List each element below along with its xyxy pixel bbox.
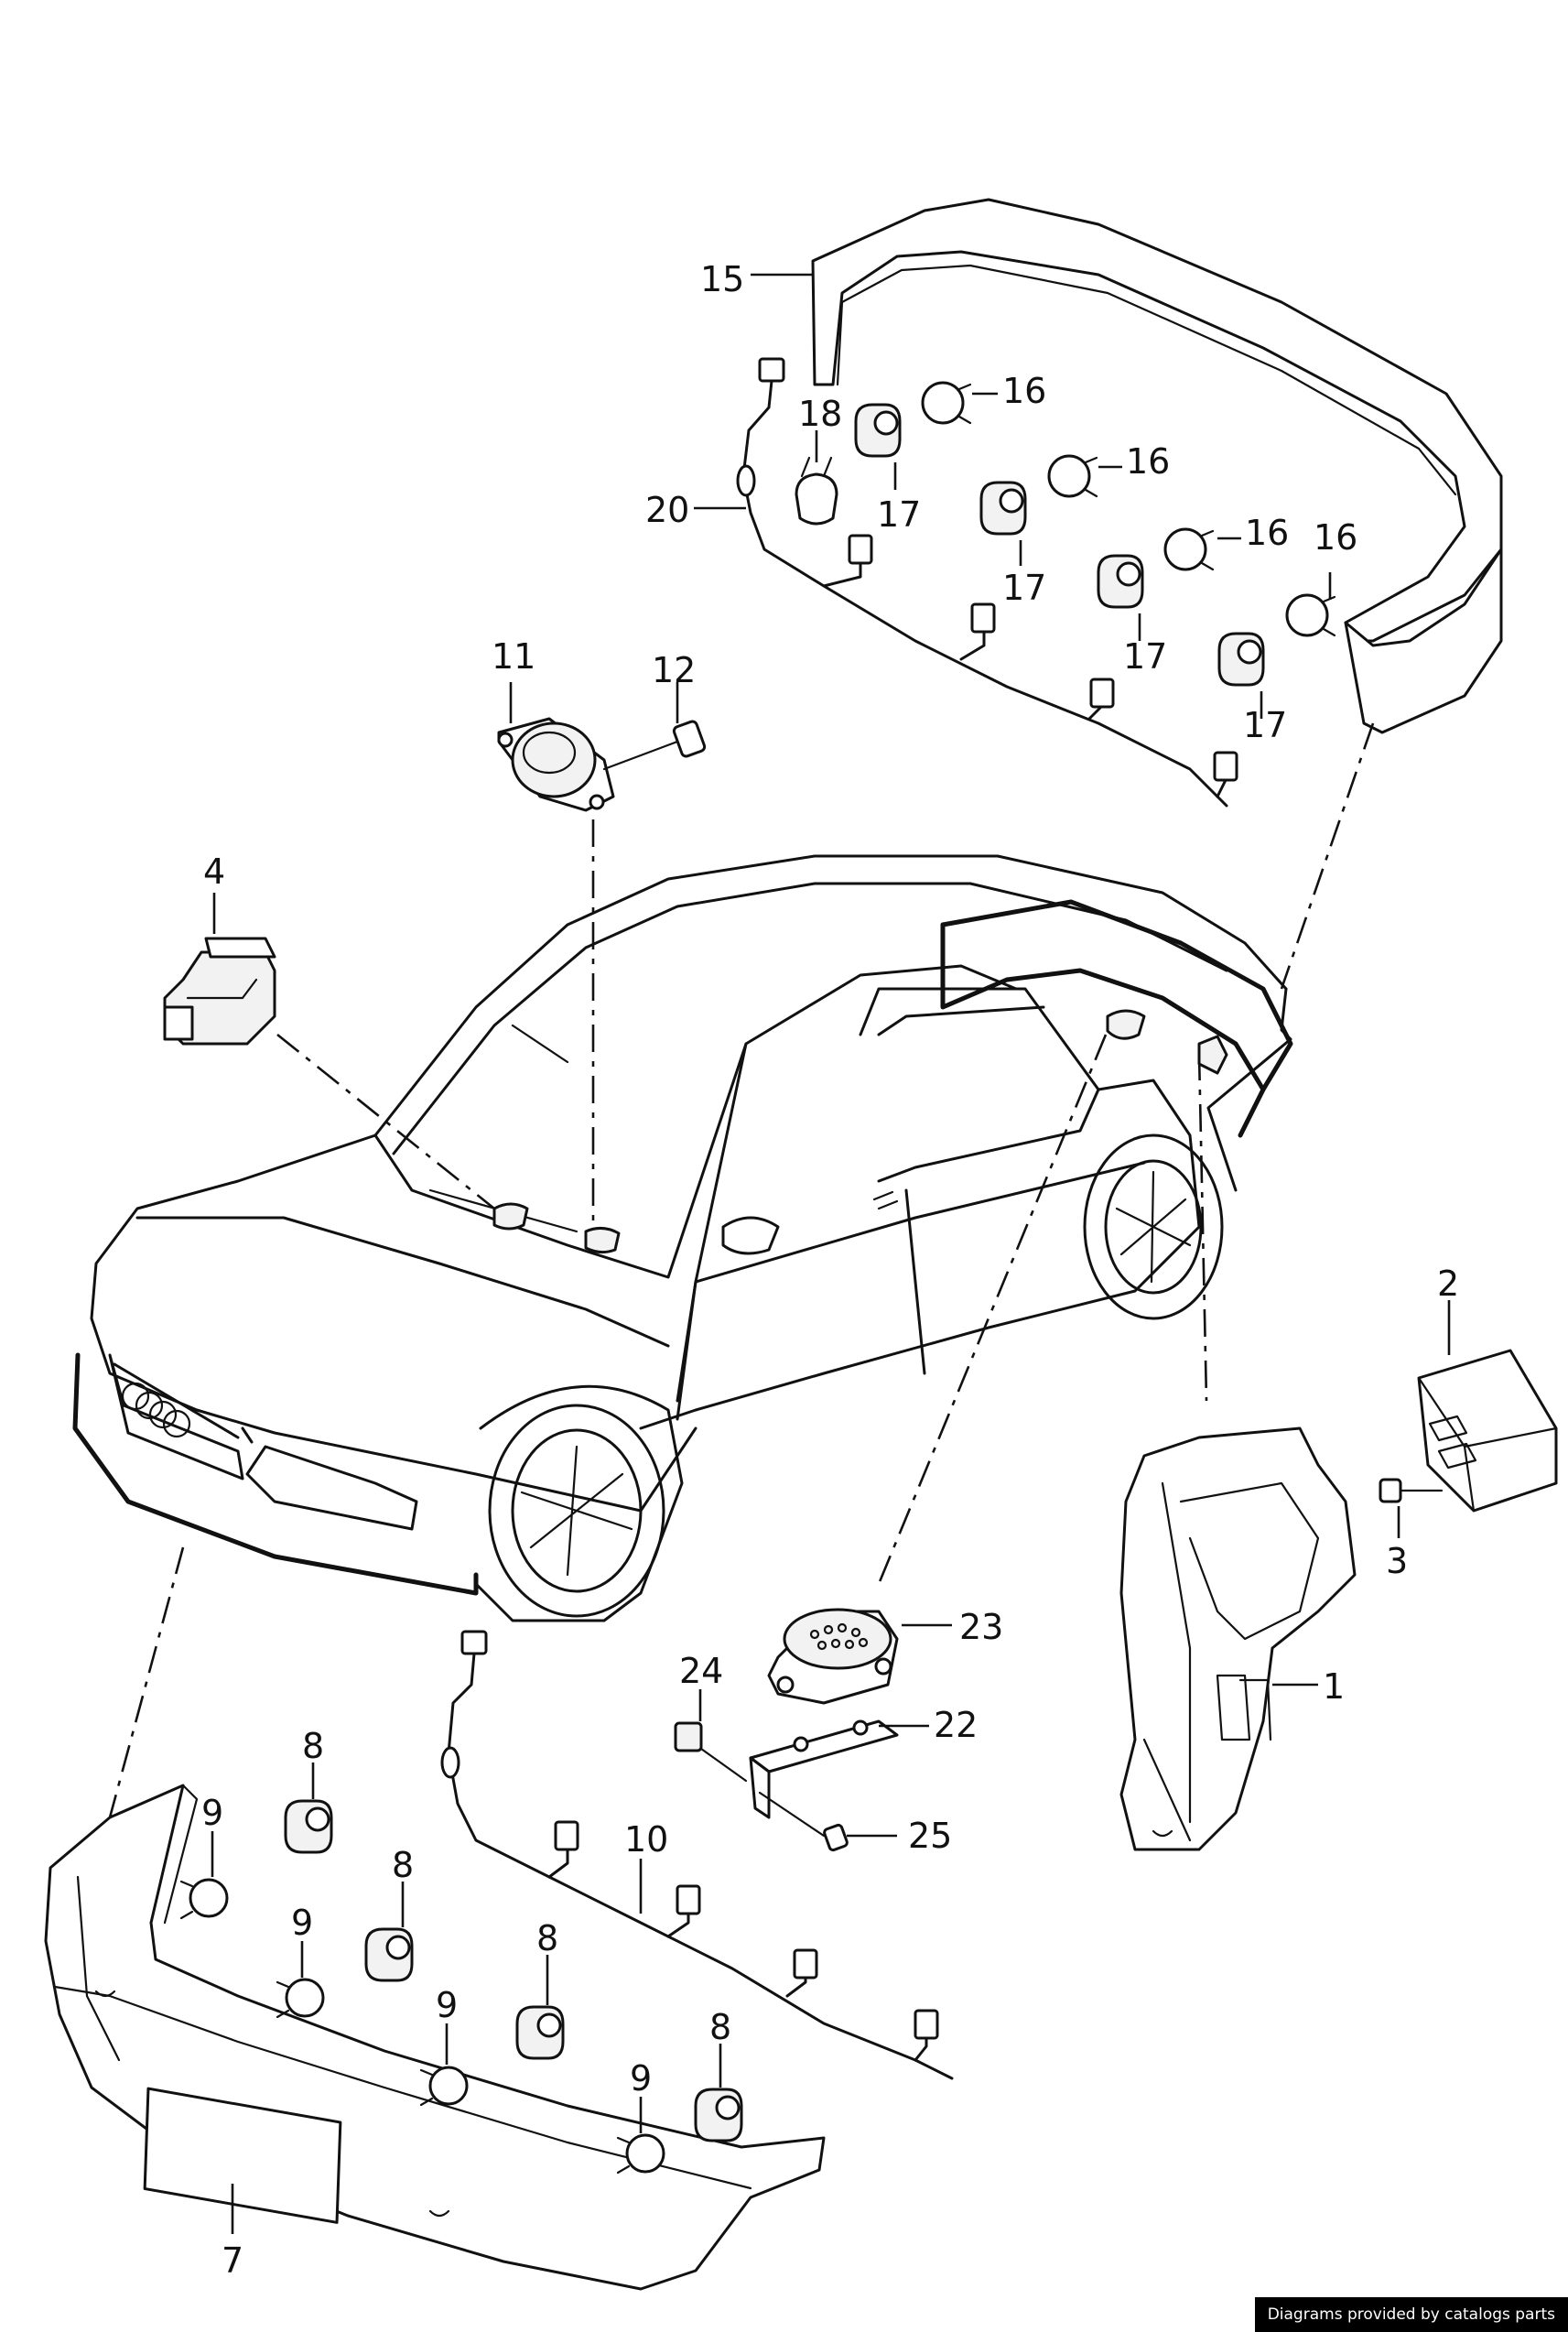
warning-buzzer[interactable] xyxy=(497,717,615,812)
rear-parking-sensor[interactable] xyxy=(1097,554,1144,609)
callout-9: 9 xyxy=(630,2058,652,2099)
warning-buzzer[interactable] xyxy=(767,1608,899,1705)
callout-16: 16 xyxy=(1002,371,1046,411)
callout-8: 8 xyxy=(302,1726,324,1766)
callout-8: 8 xyxy=(392,1845,414,1885)
car-body xyxy=(72,854,1293,1622)
callout-7: 7 xyxy=(222,2240,243,2281)
callout-leaders xyxy=(211,273,1451,2234)
front-parking-sensor[interactable] xyxy=(284,1799,333,1854)
sensor-retaining-ring[interactable] xyxy=(179,1878,229,1920)
callout-16: 16 xyxy=(1126,441,1170,482)
sensor-retaining-ring[interactable] xyxy=(1163,527,1215,571)
sensor-bracket[interactable] xyxy=(795,456,838,526)
retaining-clip[interactable] xyxy=(674,1721,748,1783)
callout-8: 8 xyxy=(709,2007,731,2047)
parking-aid-control-unit[interactable] xyxy=(1417,1349,1558,1513)
callout-8: 8 xyxy=(536,1918,558,1958)
callout-17: 17 xyxy=(1002,568,1046,608)
callout-20: 20 xyxy=(645,490,689,530)
rear-bumper-cover[interactable] xyxy=(811,198,1503,734)
screw[interactable] xyxy=(1379,1478,1444,1503)
callout-numbers: 15 16 16 16 16 17 17 17 17 18 20 11 12 4… xyxy=(201,259,1459,2281)
sensor-retaining-ring[interactable] xyxy=(921,381,972,425)
callout-9: 9 xyxy=(291,1903,313,1943)
assembly-lines xyxy=(108,722,1375,1818)
front-parking-sensor[interactable] xyxy=(515,2005,565,2060)
mounting-bracket[interactable] xyxy=(749,1719,899,1819)
rear-parking-sensor[interactable] xyxy=(1217,632,1265,687)
sensor-retaining-ring[interactable] xyxy=(616,2133,665,2175)
rear-parking-sensor-harness[interactable] xyxy=(736,357,1238,808)
callout-23: 23 xyxy=(959,1607,1003,1647)
callout-24: 24 xyxy=(679,1651,723,1691)
callout-9: 9 xyxy=(436,1985,458,2025)
control-unit-bracket[interactable] xyxy=(1119,1426,1357,1851)
callout-17: 17 xyxy=(1123,636,1167,677)
callout-12: 12 xyxy=(652,650,696,690)
front-parking-sensor[interactable] xyxy=(364,1927,414,1982)
rear-parking-sensor[interactable] xyxy=(979,481,1027,536)
sensor-retaining-ring[interactable] xyxy=(1285,593,1336,637)
callout-16: 16 xyxy=(1314,517,1357,558)
rear-parking-sensor[interactable] xyxy=(854,403,902,458)
callout-22: 22 xyxy=(934,1705,978,1745)
credit-banner: Diagrams provided by catalogs parts xyxy=(1254,2297,1568,2332)
callout-11: 11 xyxy=(492,636,535,677)
callout-9: 9 xyxy=(201,1793,223,1833)
callout-1: 1 xyxy=(1323,1666,1345,1707)
front-parking-sensor-harness[interactable] xyxy=(440,1630,954,2080)
sensor-retaining-ring[interactable] xyxy=(276,1978,325,2019)
callout-17: 17 xyxy=(1243,705,1287,745)
front-bumper-cover[interactable] xyxy=(44,1784,826,2291)
callout-10: 10 xyxy=(624,1819,668,1860)
callout-16: 16 xyxy=(1245,513,1289,553)
callout-17: 17 xyxy=(877,494,921,535)
sensor-retaining-ring[interactable] xyxy=(1047,454,1098,498)
callout-3: 3 xyxy=(1386,1541,1408,1581)
callout-18: 18 xyxy=(798,394,842,434)
callout-15: 15 xyxy=(700,259,744,299)
control-unit[interactable] xyxy=(163,937,276,1046)
bolt[interactable] xyxy=(758,1791,849,1852)
callout-4: 4 xyxy=(203,851,225,892)
callout-2: 2 xyxy=(1437,1264,1459,1304)
callout-25: 25 xyxy=(908,1816,952,1856)
sensor-retaining-ring[interactable] xyxy=(419,2066,469,2107)
screw[interactable] xyxy=(602,720,707,771)
front-parking-sensor[interactable] xyxy=(694,2088,743,2142)
